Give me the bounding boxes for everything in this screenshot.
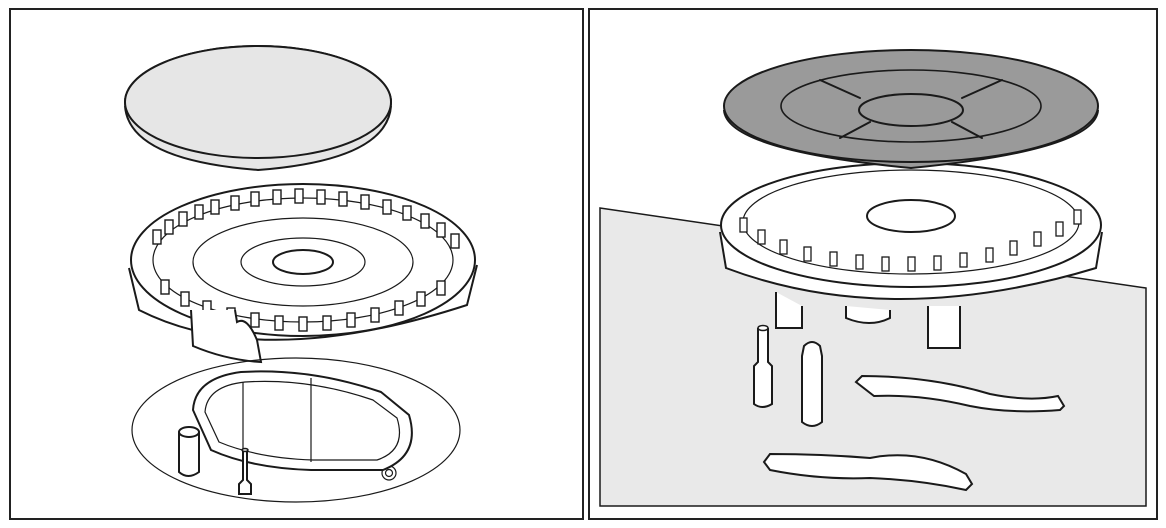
burner-cap-ring [723,49,1099,170]
seal-ring-upper [854,374,1066,413]
electrode-part [801,341,823,427]
burner-assembly-on-hob-icon [599,49,1147,507]
left-panel [9,8,584,520]
burner-cap [124,45,392,172]
right-panel [588,8,1158,520]
seal-ring-lower [762,452,974,492]
thermocouple-part [753,324,773,408]
burner-head [128,183,478,364]
burner-base [131,357,461,503]
burner-exploded-view-icon [124,45,478,503]
burner-body [719,162,1103,349]
